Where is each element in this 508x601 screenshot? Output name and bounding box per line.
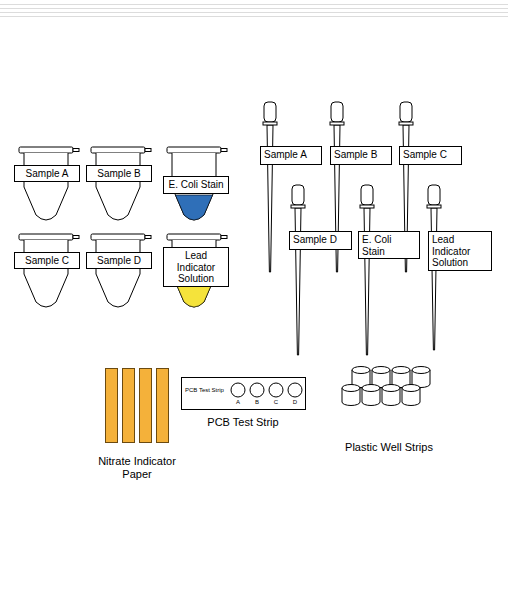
label-box: Sample C xyxy=(14,252,80,269)
label-text: Sample C xyxy=(15,253,79,268)
label-box: Sample A xyxy=(260,146,322,165)
label-box: Sample C xyxy=(399,146,462,165)
plastic-wells xyxy=(342,367,430,406)
well-letter: A xyxy=(235,399,241,406)
strip-title: PCB Test Strip xyxy=(185,387,224,394)
sample-tube xyxy=(19,147,79,220)
label-text: Lead Indicator Solution xyxy=(429,232,491,270)
pipettes xyxy=(263,102,441,355)
top-rules xyxy=(0,5,508,17)
caption: Nitrate Indicator Paper xyxy=(89,455,185,481)
label-box: Sample D xyxy=(289,231,352,250)
label-text: Sample C xyxy=(400,147,461,162)
caption: PCB Test Strip xyxy=(188,416,298,429)
label-text: Lead Indicator Solution xyxy=(164,248,228,286)
pcb-wells xyxy=(231,383,302,397)
label-text: Sample B xyxy=(87,166,151,181)
label-box: E. Coli Stain xyxy=(163,176,229,194)
label-box: E. Coli Stain xyxy=(358,231,420,259)
label-text: Sample D xyxy=(290,232,351,247)
label-box: Sample A xyxy=(14,165,80,182)
label-box: Sample B xyxy=(86,165,152,182)
sample-tube xyxy=(91,234,151,307)
label-text: Sample A xyxy=(261,147,321,162)
sample-tube xyxy=(91,147,151,220)
label-text: Sample A xyxy=(15,166,79,181)
well-letter: D xyxy=(292,399,298,406)
label-box: Sample D xyxy=(86,252,152,269)
label-text: E. Coli Stain xyxy=(164,177,228,192)
sample-tube xyxy=(19,234,79,307)
label-text: Sample B xyxy=(331,147,391,162)
nitrate-paper xyxy=(106,369,169,443)
well-letter: B xyxy=(254,399,260,406)
well-letter: C xyxy=(273,399,279,406)
blue-liquid xyxy=(175,195,212,220)
label-text: Sample D xyxy=(87,253,151,268)
label-text: E. Coli Stain xyxy=(359,232,419,258)
label-box: Sample B xyxy=(330,146,392,165)
label-box: Lead Indicator Solution xyxy=(163,247,229,287)
label-box: Lead Indicator Solution xyxy=(428,231,492,271)
caption: Plastic Well Strips xyxy=(329,441,449,454)
test-strip: PCB Test StripA B C D xyxy=(181,377,306,410)
